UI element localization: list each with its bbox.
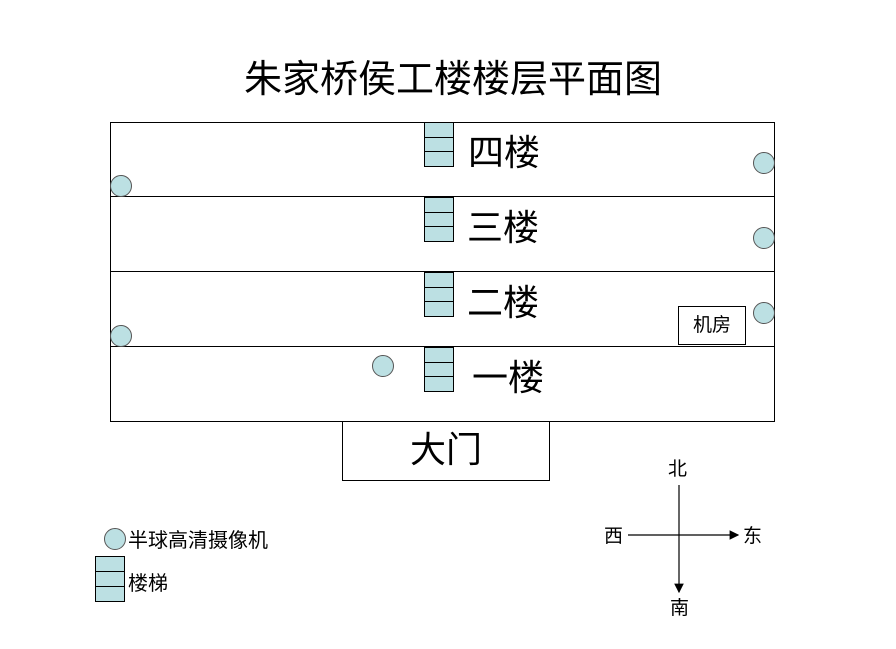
legend-camera-icon (104, 528, 126, 550)
legend-camera-label: 半球高清摄像机 (128, 528, 268, 552)
compass-west: 西 (604, 525, 624, 547)
legend-stairs-icon (95, 556, 125, 602)
main-gate: 大门 (342, 421, 550, 481)
stairs-icon (424, 197, 454, 242)
legend-stairs-label: 楼梯 (128, 571, 168, 595)
camera-icon (753, 302, 775, 324)
compass-east: 东 (743, 525, 763, 547)
compass-arrows (628, 485, 740, 594)
page-title: 朱家桥侯工楼楼层平面图 (243, 57, 662, 101)
floor-label-3: 三楼 (467, 208, 540, 249)
camera-icon (753, 152, 775, 174)
floor-label-2: 二楼 (467, 283, 540, 324)
floor-divider (110, 346, 775, 347)
stairs-icon (424, 347, 454, 392)
floor-divider (110, 196, 775, 197)
machine-room: 机房 (678, 306, 746, 345)
compass-north: 北 (668, 458, 688, 480)
floor-label-4: 四楼 (468, 133, 541, 174)
floor-label-1: 一楼 (472, 358, 545, 399)
camera-icon (110, 175, 132, 197)
stairs-icon (424, 122, 454, 167)
floor-divider (110, 271, 775, 272)
stairs-icon (424, 272, 454, 317)
camera-icon (753, 227, 775, 249)
camera-icon (372, 355, 394, 377)
camera-icon (110, 325, 132, 347)
compass-south: 南 (670, 597, 690, 619)
